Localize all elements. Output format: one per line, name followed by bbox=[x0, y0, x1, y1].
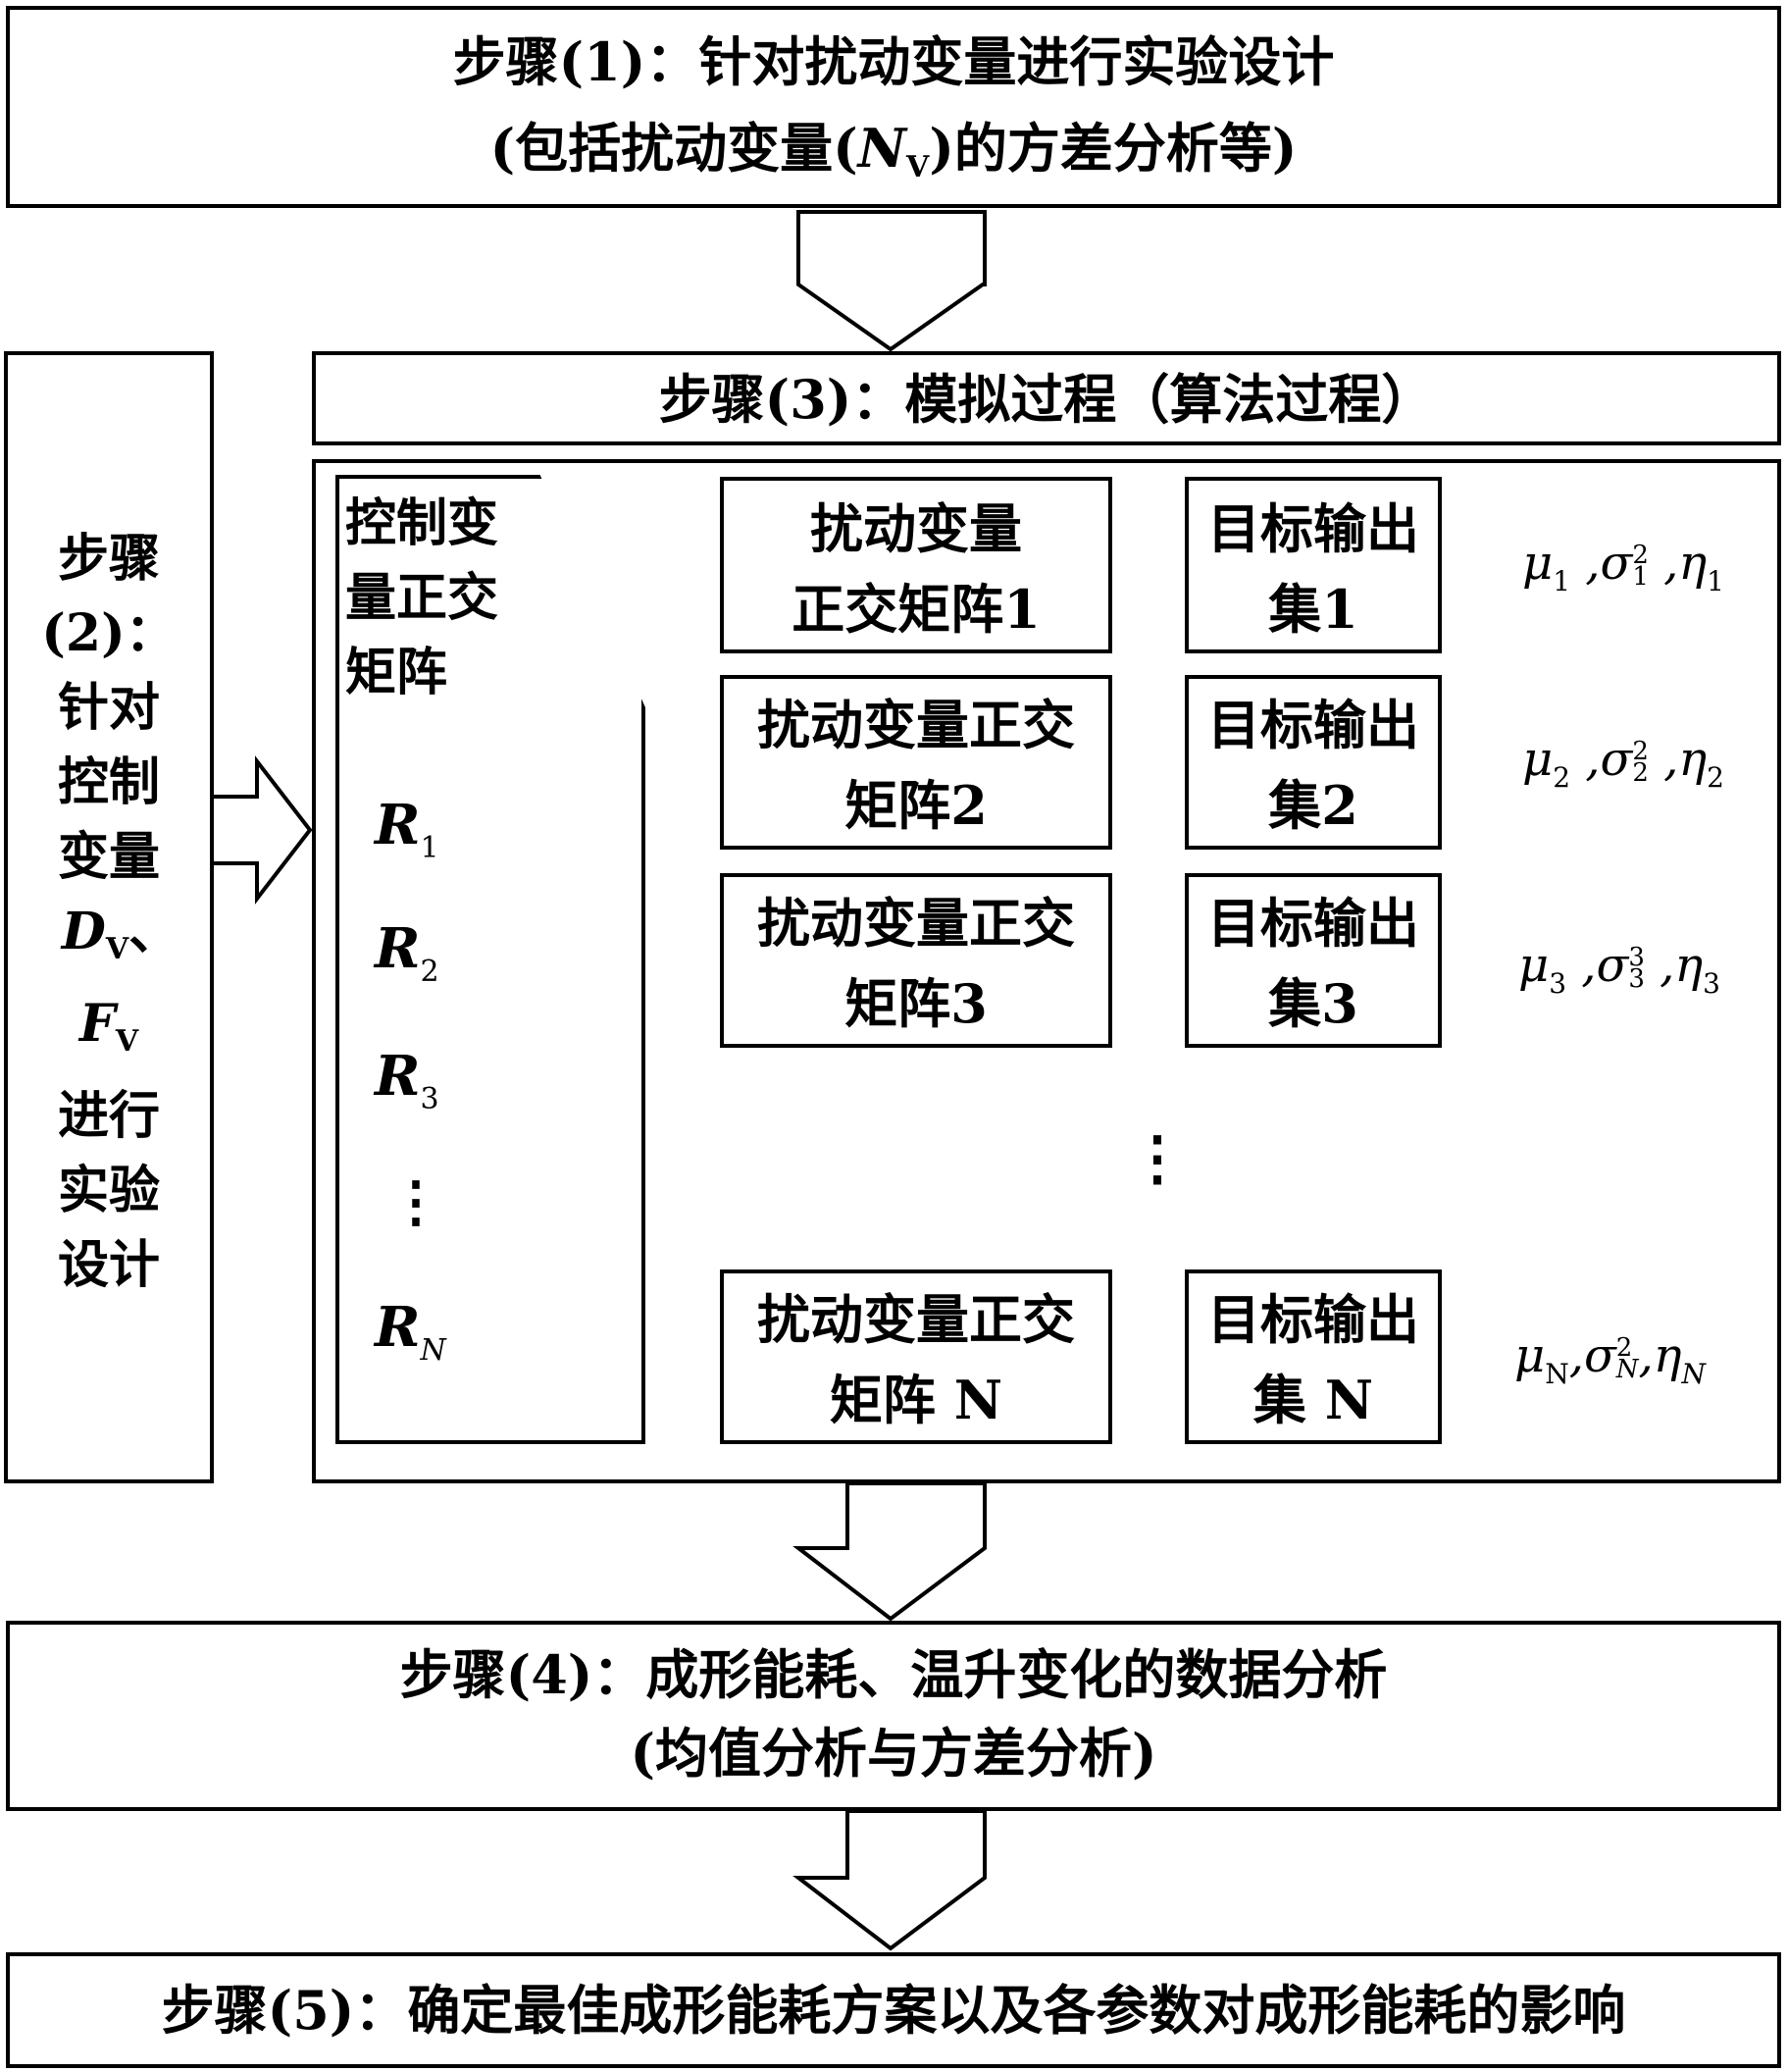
control-matrix bbox=[335, 475, 645, 1444]
output-box-3: 目标输出集3 bbox=[1185, 873, 1442, 1048]
hollow-arrow-step1-step3 bbox=[796, 210, 987, 352]
disturb-box-n: 扰动变量正交矩阵 N bbox=[720, 1269, 1112, 1444]
step1-line2: (包括扰动变量(NV)的方差分析等) bbox=[489, 117, 1298, 184]
output-box-n: 目标输出集 N bbox=[1185, 1269, 1442, 1444]
row-label-r3: R3 bbox=[375, 1044, 439, 1116]
row-label-r1: R1 bbox=[375, 793, 439, 865]
hollow-arrow-step4-step5 bbox=[792, 1809, 987, 1951]
step1-box: 步骤(1)：针对扰动变量进行实验设计 (包括扰动变量(NV)的方差分析等) bbox=[6, 6, 1781, 208]
row-label-r2: R2 bbox=[375, 916, 439, 989]
step3-title: 步骤(3)：模拟过程（算法过程） bbox=[658, 368, 1435, 431]
hollow-arrow-step2-step3 bbox=[210, 755, 313, 905]
output-box-1: 目标输出集1 bbox=[1185, 477, 1442, 653]
step4-line1: 步骤(4)：成形能耗、温升变化的数据分析 bbox=[399, 1643, 1388, 1706]
row-label-dots: ⋮ bbox=[388, 1169, 443, 1234]
disturb-box-1: 扰动变量正交矩阵1 bbox=[720, 477, 1112, 653]
step5-box: 步骤(5)：确定最佳成形能耗方案以及各参数对成形能耗的影响 bbox=[6, 1952, 1781, 2068]
step1-line1: 步骤(1)：针对扰动变量进行实验设计 bbox=[452, 30, 1335, 93]
output-box-2: 目标输出集2 bbox=[1185, 675, 1442, 850]
step3-title-box: 步骤(3)：模拟过程（算法过程） bbox=[312, 351, 1781, 445]
middle-ellipsis: ⋮ bbox=[1128, 1124, 1187, 1193]
hollow-arrow-step3-step4 bbox=[792, 1481, 987, 1622]
disturb-box-3: 扰动变量正交矩阵3 bbox=[720, 873, 1112, 1048]
step4-line2: (均值分析与方差分析) bbox=[630, 1722, 1157, 1785]
step4-box: 步骤(4)：成形能耗、温升变化的数据分析 (均值分析与方差分析) bbox=[6, 1621, 1781, 1811]
disturb-box-2: 扰动变量正交矩阵2 bbox=[720, 675, 1112, 850]
step2-box: 步骤 (2)： 针对 控制 变量 DV、 FV 进行 实验 设计 bbox=[4, 351, 214, 1483]
step5-title: 步骤(5)：确定最佳成形能耗方案以及各参数对成形能耗的影响 bbox=[161, 1979, 1626, 2042]
step2-text: 步骤 (2)： 针对 控制 变量 DV、 FV 进行 实验 设计 bbox=[41, 529, 180, 1295]
control-matrix-title: 控制变 量正交 矩阵 bbox=[345, 493, 499, 702]
row-label-rn: RN bbox=[375, 1295, 446, 1368]
